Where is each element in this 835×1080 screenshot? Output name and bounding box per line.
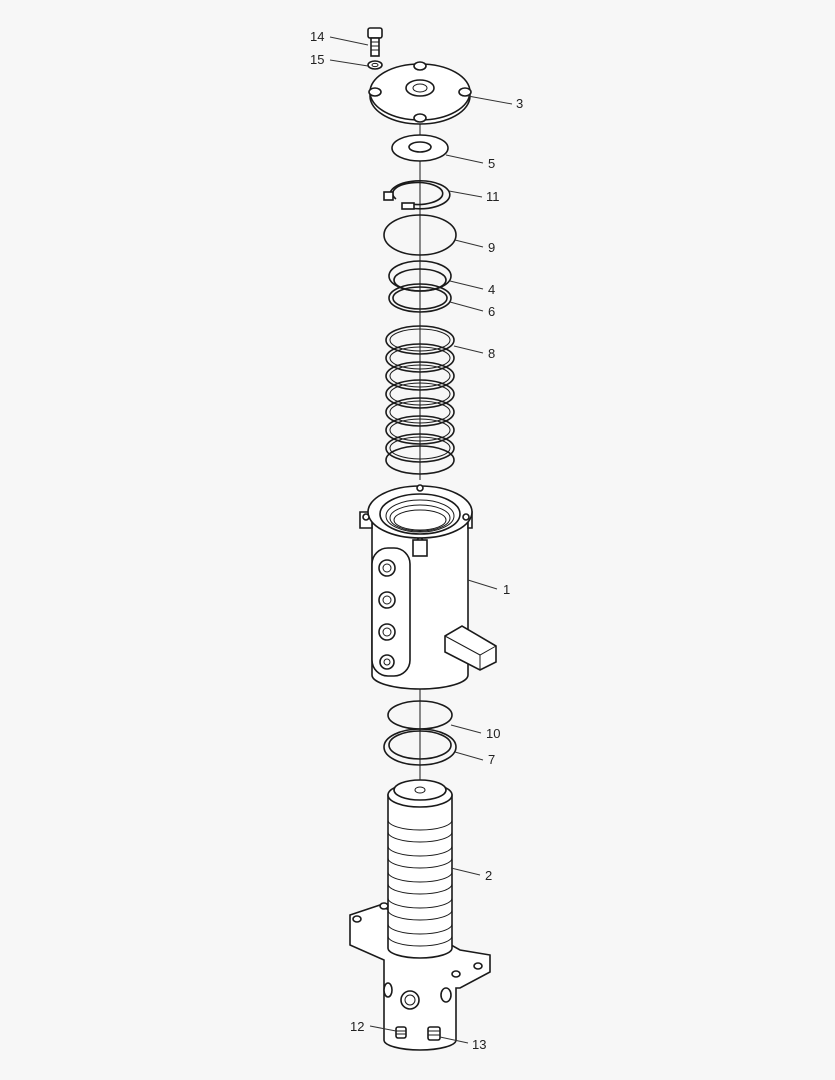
snap-ring-icon [383, 179, 451, 210]
callout-14: 14 [310, 29, 325, 44]
backup-ring-7-icon [383, 728, 457, 766]
callout-12: 12 [350, 1019, 365, 1034]
leader-lines [329, 36, 513, 1044]
seal-stack-8-icon [385, 325, 455, 475]
cover-icon [368, 61, 472, 125]
plug-12-icon [395, 1026, 407, 1039]
callout-10: 10 [486, 726, 501, 741]
callout-2: 2 [485, 868, 493, 883]
body-icon [359, 484, 497, 690]
shaft-icon [349, 779, 491, 1051]
callout-4: 4 [488, 282, 496, 297]
backup-ring-4-icon [388, 260, 452, 292]
callout-9: 9 [488, 240, 496, 255]
flat-washer-icon [391, 134, 449, 162]
callout-13: 13 [472, 1037, 487, 1052]
callout-7: 7 [488, 752, 496, 767]
washer-icon [367, 60, 383, 70]
o-ring-6-icon [388, 283, 452, 313]
plug-13-icon [427, 1026, 441, 1041]
bolt-icon [367, 27, 383, 57]
callout-8: 8 [488, 346, 496, 361]
callout-3: 3 [516, 96, 524, 111]
callout-15: 15 [310, 52, 325, 67]
o-ring-9-icon [383, 214, 457, 256]
callout-5: 5 [488, 156, 496, 171]
callout-11: 11 [486, 189, 500, 204]
callout-1: 1 [503, 582, 511, 597]
callout-6: 6 [488, 304, 496, 319]
